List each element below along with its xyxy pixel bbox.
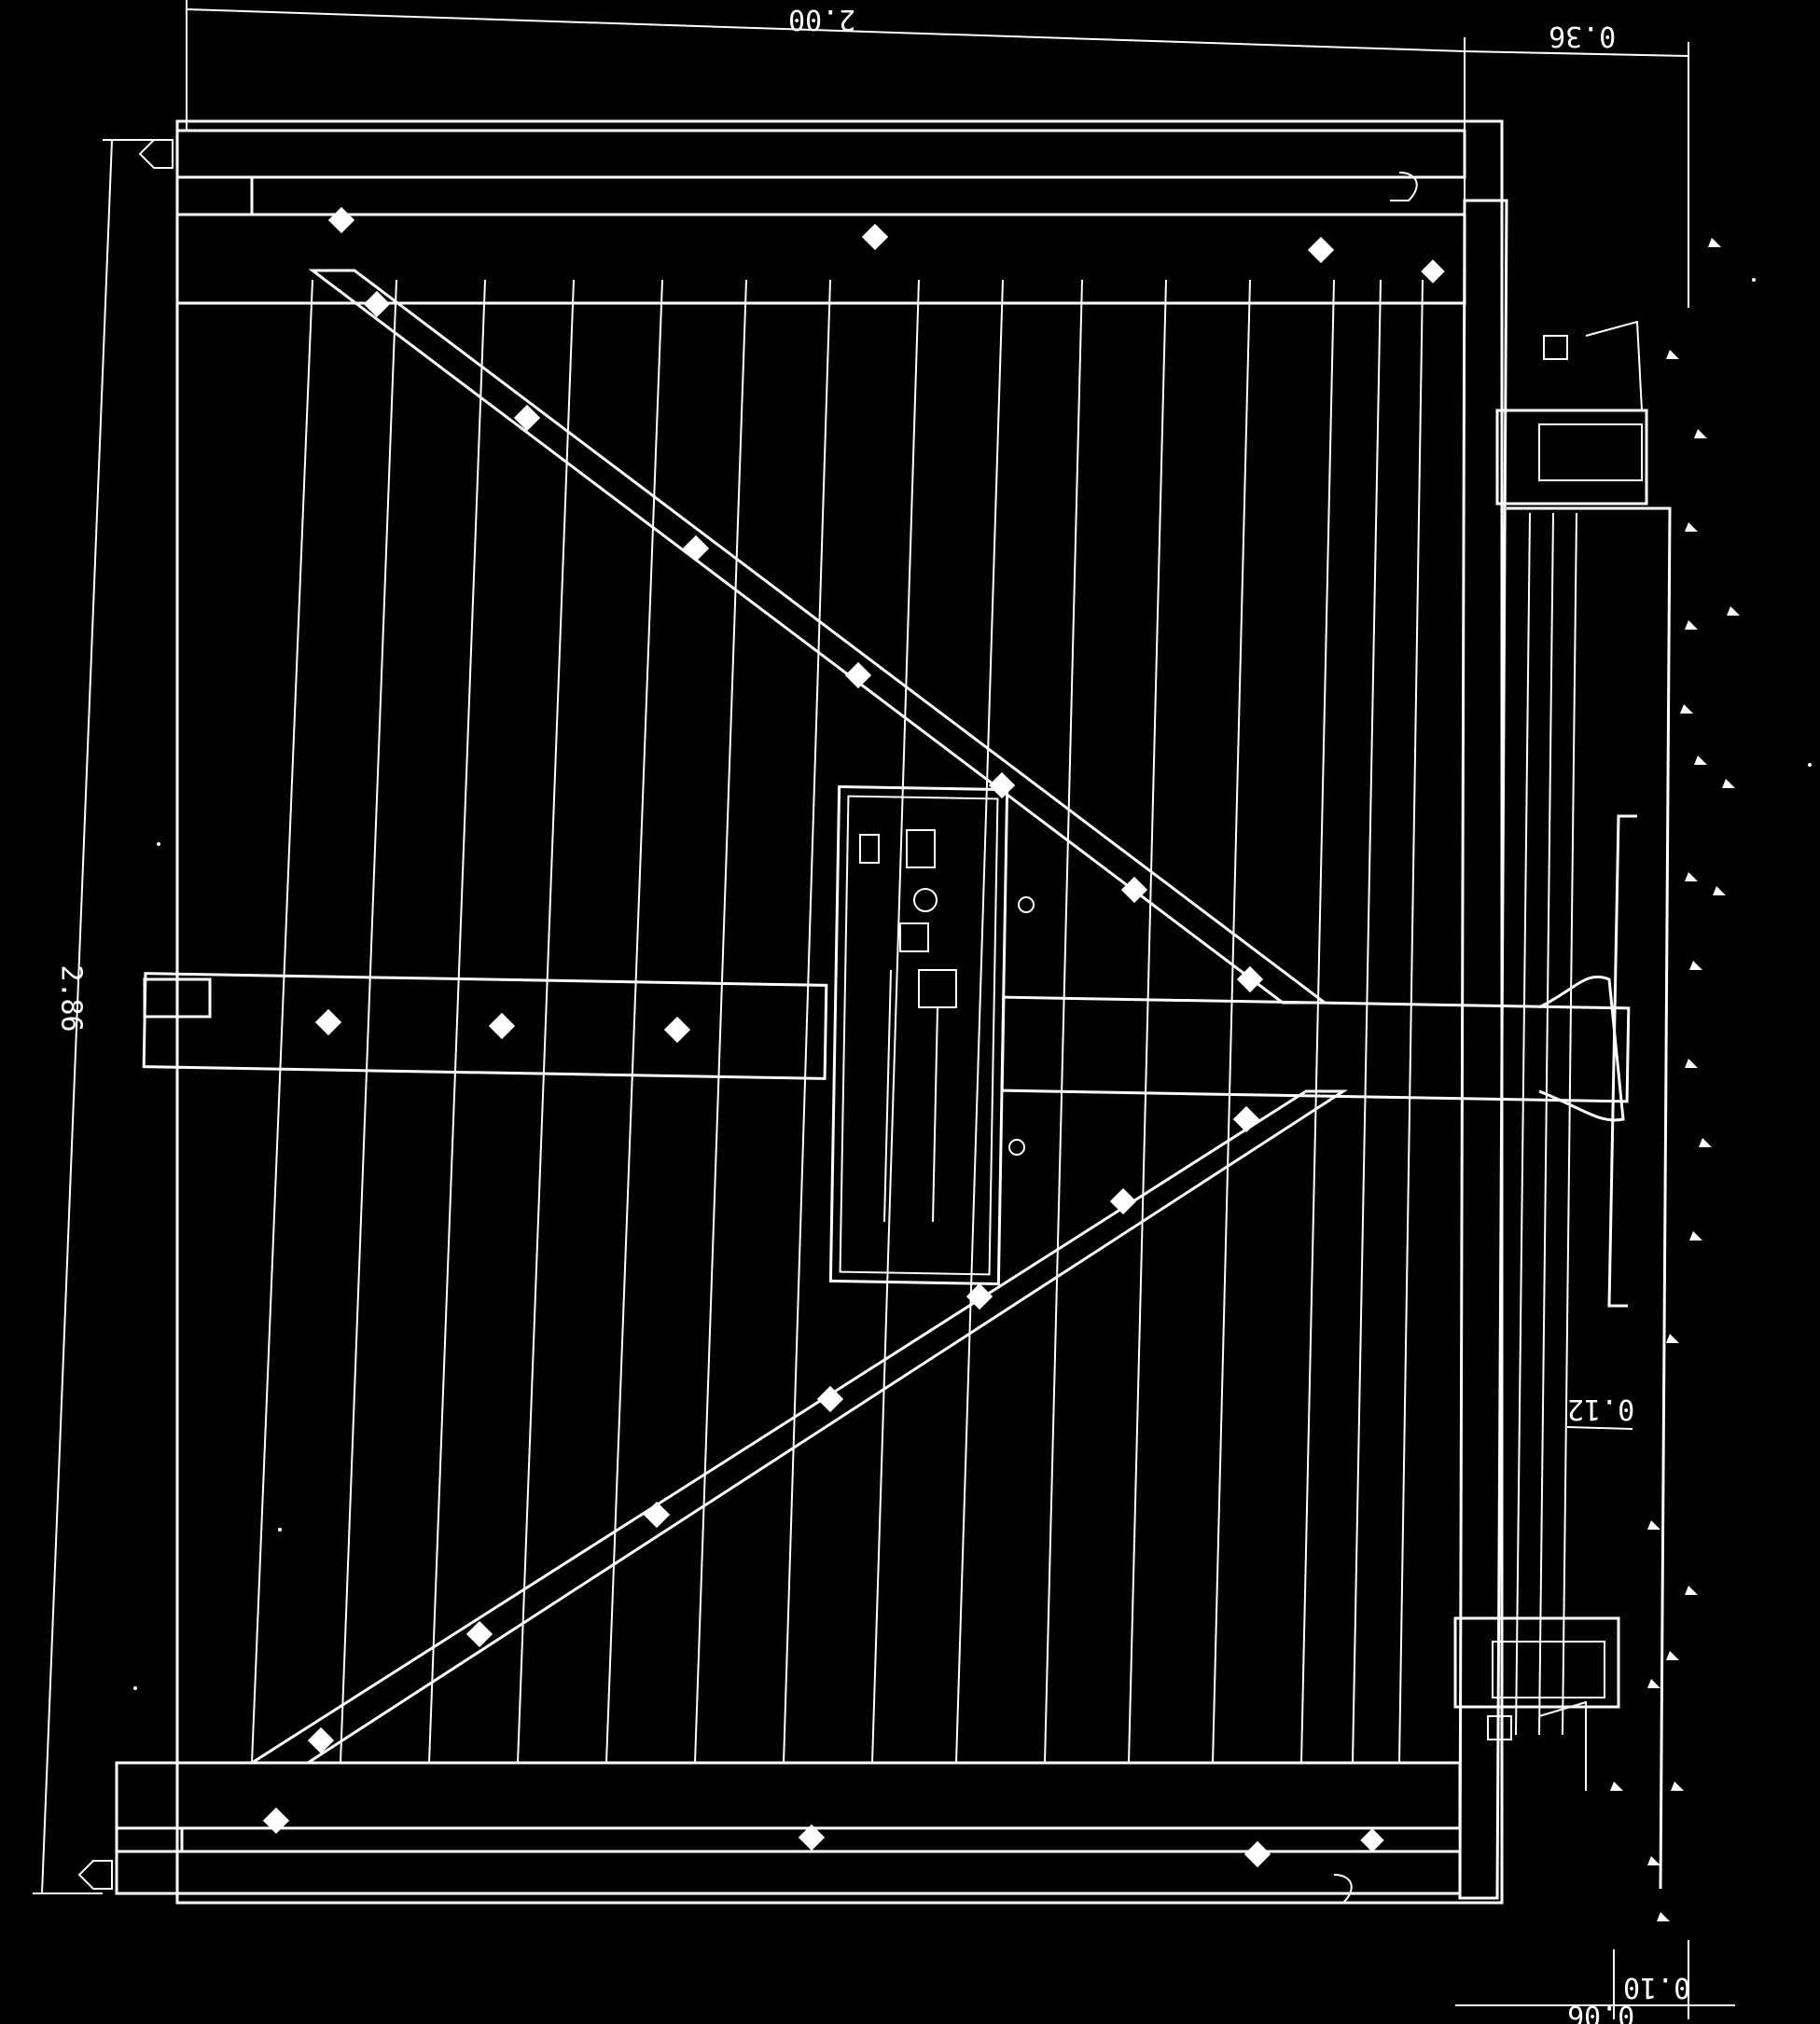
footing-a-label: 0.10 (1623, 1971, 1690, 2003)
upper-hinge-bracket (1495, 320, 1648, 506)
footing-b-label: 0.06 (1567, 1999, 1634, 2024)
scan-specks (133, 278, 1812, 1690)
post-gap-label: 0.12 (1567, 1393, 1634, 1425)
gate-outline (175, 119, 1504, 1905)
overall-height-label: 2.86 (55, 964, 88, 1032)
bottom-rail (77, 1761, 1462, 1904)
control-panel (828, 784, 1035, 1286)
ground-hatching (1610, 238, 1740, 1921)
gate-post (1458, 199, 1672, 1900)
overall-width-label: 2.00 (788, 3, 855, 35)
vertical-boards (251, 279, 1424, 1764)
bolts (262, 206, 1445, 1868)
dimension-lines (33, 0, 1735, 2019)
lower-hinge-bracket (1453, 1616, 1620, 1791)
right-margin-label: 0.36 (1549, 20, 1616, 52)
middle-latch-bracket (1538, 975, 1625, 1122)
diagonal-braces (246, 269, 1349, 1765)
